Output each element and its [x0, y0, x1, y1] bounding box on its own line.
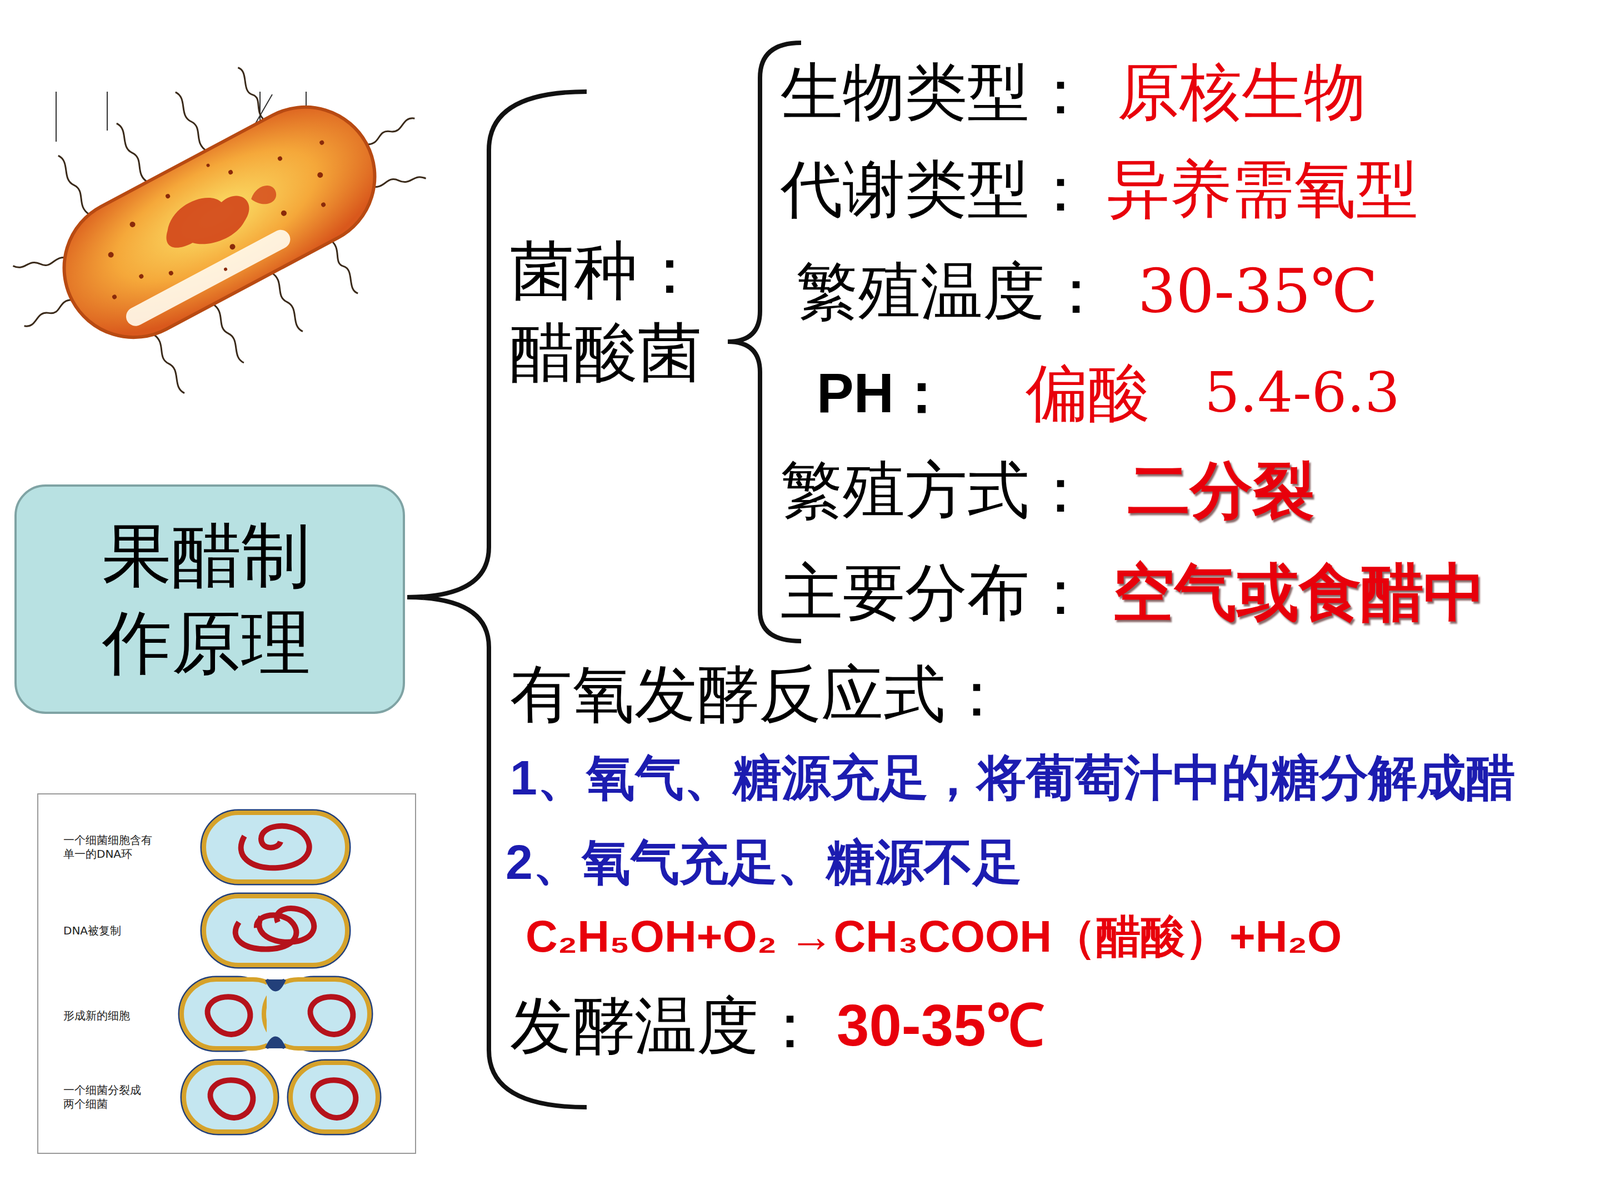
property-value: 5.4-6.3: [1204, 359, 1400, 427]
strain-name: 醋酸菌: [510, 313, 702, 391]
property-value: 30-35℃: [836, 990, 1044, 1061]
property-label: 繁殖温度：: [796, 253, 1108, 329]
figure-caption: 形成新的细胞: [63, 1008, 130, 1023]
property-value: 偏酸: [1025, 355, 1150, 430]
property-value: 二分裂: [1127, 452, 1315, 528]
strain-heading: 菌种：: [510, 232, 702, 309]
fission-figure: [37, 793, 416, 1154]
property-label: 主要分布：: [780, 555, 1092, 630]
property-value: 空气或食醋中: [1112, 555, 1486, 630]
bacterium-figure: [0, 0, 479, 446]
property-value: 异养需氧型: [1107, 151, 1419, 227]
property-label: 发酵温度：: [510, 988, 822, 1063]
property-label: PH：: [816, 359, 950, 427]
topic-box: 果醋制作原理: [14, 484, 405, 714]
figure-caption: 一个细菌细胞含有单一的DNA环: [63, 833, 156, 862]
condition-text: 2、氧气充足、糖源不足: [505, 832, 1022, 892]
section-heading: 有氧发酵反应式：: [510, 656, 1008, 732]
property-value: 30-35℃: [1137, 255, 1378, 328]
property-label: 代谢类型：: [780, 151, 1092, 227]
property-label: 生物类型：: [780, 54, 1092, 129]
property-label: 繁殖方式：: [780, 452, 1092, 528]
figure-caption: 一个细菌分裂成两个细菌: [63, 1083, 145, 1112]
property-value: 原核生物: [1117, 54, 1367, 129]
topic-text: 果醋制作原理: [102, 512, 318, 687]
reaction-equation: C₂H₅OH+O₂ →CH₃COOH（醋酸）+H₂O: [525, 910, 1342, 964]
strain-brace: [727, 42, 802, 642]
condition-text: 1、氧气、糖源充足，将葡萄汁中的糖分解成醋: [510, 748, 1515, 808]
figure-caption: DNA被复制: [63, 923, 122, 938]
